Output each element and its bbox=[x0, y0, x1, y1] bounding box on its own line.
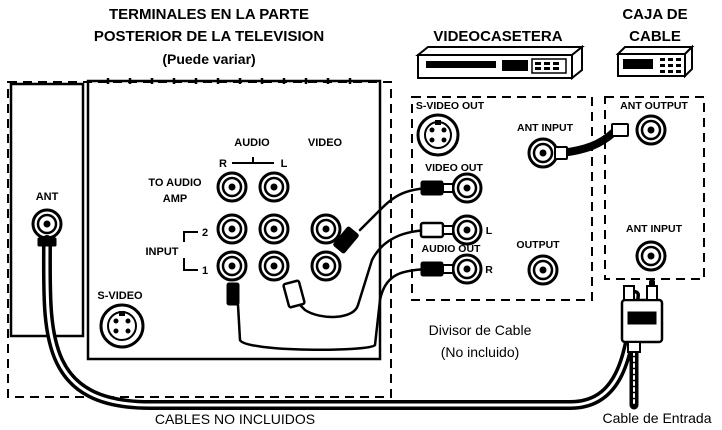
tv-ant-jack bbox=[31, 208, 63, 240]
vcr-audio-out-l-jack bbox=[451, 214, 483, 246]
tv-input1-l-jack bbox=[258, 250, 290, 282]
vcr-back-outline bbox=[411, 96, 593, 301]
audio-r-cable bbox=[236, 267, 436, 351]
cable-box-ant-input-jack bbox=[635, 240, 667, 272]
tv-l-label: L bbox=[281, 158, 288, 170]
tv-input2-label: 2 bbox=[202, 227, 208, 239]
vcr-title: VIDEOCASETERA bbox=[433, 28, 562, 45]
cable-box-device-image bbox=[615, 44, 695, 79]
tv-subtitle: (Puede variar) bbox=[162, 51, 255, 67]
cable-input-label: Cable de Entrada bbox=[603, 410, 712, 426]
vcr-video-out-jack bbox=[451, 172, 483, 204]
vcr-s-video-out-label: S-VIDEO OUT bbox=[416, 100, 485, 112]
tv-input2-l-jack bbox=[258, 213, 290, 245]
tv-r-label: R bbox=[219, 158, 227, 170]
tv-ant-label: ANT bbox=[36, 191, 59, 203]
vcr-ant-input-label: ANT INPUT bbox=[517, 122, 574, 134]
cable-box-title-line2: CABLE bbox=[629, 28, 681, 45]
tv-input1-video-jack bbox=[310, 250, 342, 282]
tv-title-line1: TERMINALES EN LA PARTE bbox=[109, 6, 309, 23]
tv-input-label: INPUT bbox=[146, 246, 179, 258]
tv-jack-panel bbox=[86, 79, 382, 361]
tv-input2-r-jack bbox=[216, 213, 248, 245]
vcr-video-out-label: VIDEO OUT bbox=[425, 162, 483, 174]
vcr-output-jack bbox=[527, 254, 559, 286]
tv-s-video-jack bbox=[99, 303, 145, 349]
tv-input1-label: 1 bbox=[202, 265, 208, 277]
tv-input2-video-jack bbox=[310, 213, 342, 245]
cables-not-included-label: CABLES NO INCLUIDOS bbox=[155, 411, 315, 427]
tv-title-line2: POSTERIOR DE LA TELEVISION bbox=[94, 28, 324, 45]
tv-audio-amp-r-jack bbox=[216, 171, 248, 203]
vcr-output-label: OUTPUT bbox=[516, 239, 560, 251]
splitter-label-2: (No incluido) bbox=[441, 344, 520, 360]
tv-to-audio-amp-label-1: TO AUDIO bbox=[148, 177, 202, 189]
tv-input1-r-jack bbox=[216, 250, 248, 282]
vcr-coax-cable bbox=[558, 128, 618, 157]
splitter-label-1: Divisor de Cable bbox=[429, 322, 532, 338]
tv-to-audio-amp-label-2: AMP bbox=[163, 193, 187, 205]
cable-box-ant-input-label: ANT INPUT bbox=[626, 223, 683, 235]
tv-video-label: VIDEO bbox=[308, 137, 343, 149]
tv-audio-amp-l-jack bbox=[258, 171, 290, 203]
vcr-ant-input-jack bbox=[527, 137, 559, 169]
cable-box-ant-output-jack bbox=[635, 114, 667, 146]
vcr-audio-out-r-jack bbox=[451, 253, 483, 285]
vcr-audio-r-label: R bbox=[485, 264, 493, 276]
vcr-audio-out-label: AUDIO OUT bbox=[422, 243, 482, 255]
cable-box-title-line1: CAJA DE bbox=[622, 6, 687, 23]
cable-box-ant-output-label: ANT OUTPUT bbox=[620, 100, 688, 112]
tv-audio-label: AUDIO bbox=[234, 137, 270, 149]
tv-s-video-label: S-VIDEO bbox=[97, 290, 143, 302]
cable-box-back-outline bbox=[604, 96, 705, 280]
vcr-device-image bbox=[415, 44, 585, 81]
vcr-audio-l-label: L bbox=[486, 225, 493, 237]
vcr-s-video-out-jack bbox=[416, 113, 460, 157]
